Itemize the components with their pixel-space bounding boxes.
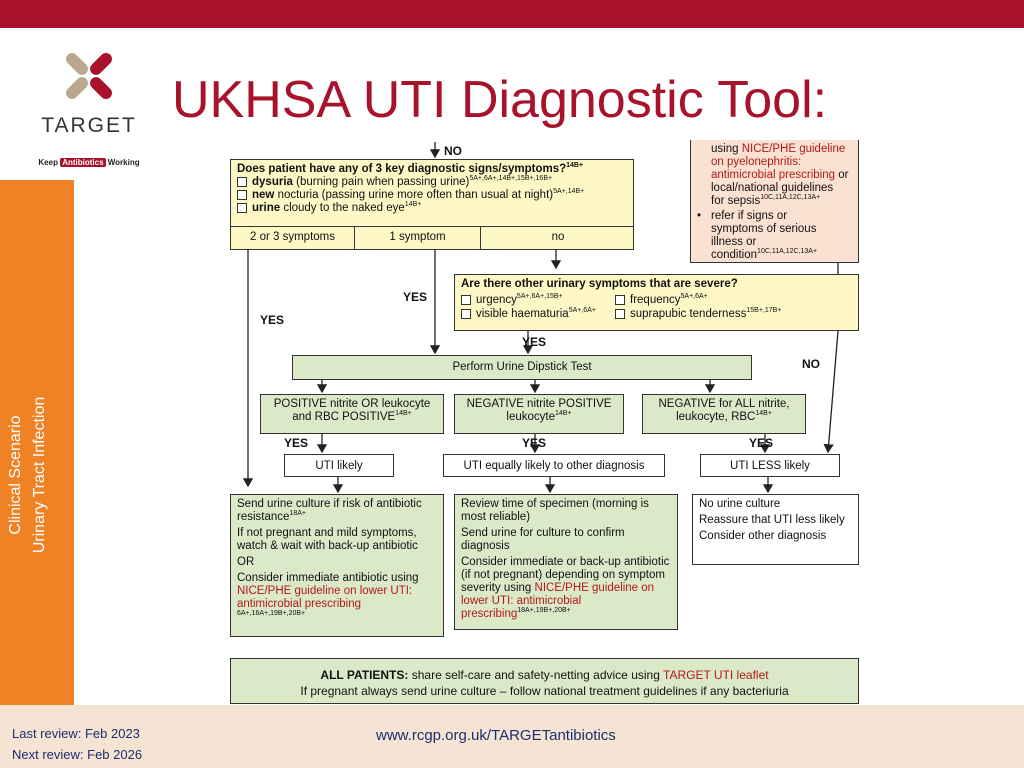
option-no: no	[551, 231, 565, 243]
page-title: UKHSA UTI Diagnostic Tool:	[172, 71, 828, 129]
sidebar-line2: Urinary Tract Infection	[31, 396, 48, 554]
label-yes-mid: YES	[403, 290, 428, 304]
action-box-right: No urine culture Reassure that UTI less …	[692, 494, 859, 565]
sidebar-line1: Clinical Scenario	[7, 415, 24, 535]
result-negative-nitrite: NEGATIVE nitrite POSITIVE leukocyte14B+	[454, 394, 624, 434]
action-right-p1: No urine culture	[699, 498, 781, 510]
action-mid-p1: Review time of specimen (morning is most…	[461, 498, 649, 523]
all-patients-line1: ALL PATIENTS: share self-care and safety…	[320, 668, 769, 682]
action-box-middle: Review time of specimen (morning is most…	[454, 494, 678, 630]
q2-title: Are there other urinary symptoms that ar…	[461, 278, 738, 290]
all-patients-box: ALL PATIENTS: share self-care and safety…	[230, 658, 859, 704]
action-right-p2: Reassure that UTI less likely	[699, 514, 845, 526]
checkbox-icon	[461, 308, 471, 319]
q2-item: suprapubic tenderness15B+,17B+	[615, 307, 845, 321]
likelihood-equal: UTI equally likely to other diagnosis	[443, 454, 665, 477]
action-left-p4: Consider immediate antibiotic using NICE…	[237, 572, 419, 618]
target-x-icon	[66, 53, 112, 99]
label-yes-r3: YES	[749, 436, 774, 450]
checkbox-icon	[237, 189, 247, 200]
action-box-left: Send urine culture if risk of antibiotic…	[230, 494, 444, 637]
q2-item: frequency5A+,6A+	[615, 293, 845, 307]
action-right-p3: Consider other diagnosis	[699, 530, 827, 542]
logo-wordmark: TARGET	[41, 114, 137, 137]
review-dates: Last review: Feb 2023 Next review: Feb 2…	[12, 723, 142, 765]
q2-item: visible haematuria5A+,6A+	[461, 307, 615, 321]
likelihood-likely: UTI likely	[284, 454, 394, 477]
label-no-q2: NO	[802, 357, 820, 371]
checkbox-icon	[461, 294, 471, 305]
q1-title: Does patient have any of 3 key diagnosti…	[237, 162, 584, 175]
guidance-bullet: • refer if signs or symptoms of serious …	[697, 210, 818, 261]
option-2-or-3: 2 or 3 symptoms	[231, 227, 355, 249]
q1-item: new nocturia (passing urine more often t…	[237, 188, 627, 202]
sidebar-caption: Clinical Scenario Urinary Tract Infectio…	[4, 325, 52, 625]
q1-item: dysuria (burning pain when passing urine…	[237, 175, 627, 189]
label-no-top: NO	[444, 144, 462, 158]
target-logo: TARGET Keep Antibiotics Working	[26, 42, 152, 172]
checkbox-icon	[615, 294, 625, 305]
action-left-p2: If not pregnant and mild symptoms, watch…	[237, 527, 418, 552]
q2-box: Are there other urinary symptoms that ar…	[454, 274, 859, 331]
likelihood-less: UTI LESS likely	[700, 454, 840, 477]
label-yes-r1: YES	[284, 436, 309, 450]
option-1-symptom: 1 symptom	[355, 227, 481, 249]
guidance-box: using NICE/PHE guideline on pyelonephrit…	[690, 140, 859, 263]
label-yes-q2: YES	[522, 335, 547, 349]
flowchart: NO Does patient have any of 3 key diagno…	[198, 140, 864, 706]
action-mid-p3: Consider immediate or back-up antibiotic…	[461, 556, 670, 620]
last-review: Last review: Feb 2023	[12, 726, 140, 741]
q1-box: Does patient have any of 3 key diagnosti…	[230, 159, 634, 227]
label-yes-left: YES	[260, 313, 285, 327]
result-positive: POSITIVE nitrite OR leukocyte and RBC PO…	[260, 394, 444, 434]
logo-tagline: Keep Antibiotics Working	[38, 158, 140, 167]
all-patients-line2: If pregnant always send urine culture – …	[300, 684, 789, 698]
footer: Last review: Feb 2023 Next review: Feb 2…	[0, 705, 1024, 768]
checkbox-icon	[615, 308, 625, 319]
checkbox-icon	[237, 176, 247, 187]
next-review: Next review: Feb 2026	[12, 747, 143, 762]
footer-url[interactable]: www.rcgp.org.uk/TARGETantibiotics	[376, 727, 616, 744]
q1-item: urine cloudy to the naked eye14B+	[237, 201, 627, 215]
checkbox-icon	[237, 202, 247, 213]
q2-item: urgency5A+,6A+,15B+	[461, 293, 615, 307]
sidebar-panel: Clinical Scenario Urinary Tract Infectio…	[0, 180, 74, 705]
label-yes-r2: YES	[522, 436, 547, 450]
action-left-p1: Send urine culture if risk of antibiotic…	[237, 498, 422, 523]
action-mid-p2: Send urine for culture to confirm diagno…	[461, 527, 625, 552]
action-left-p3: OR	[237, 556, 255, 568]
guidance-text: using NICE/PHE guideline on pyelonephrit…	[711, 143, 849, 207]
q1-options-row: 2 or 3 symptoms 1 symptom no	[230, 226, 634, 250]
result-negative-all: NEGATIVE for ALL nitrite, leukocyte, RBC…	[642, 394, 806, 434]
dipstick-box: Perform Urine Dipstick Test	[292, 355, 752, 380]
top-accent-bar	[0, 0, 1024, 28]
